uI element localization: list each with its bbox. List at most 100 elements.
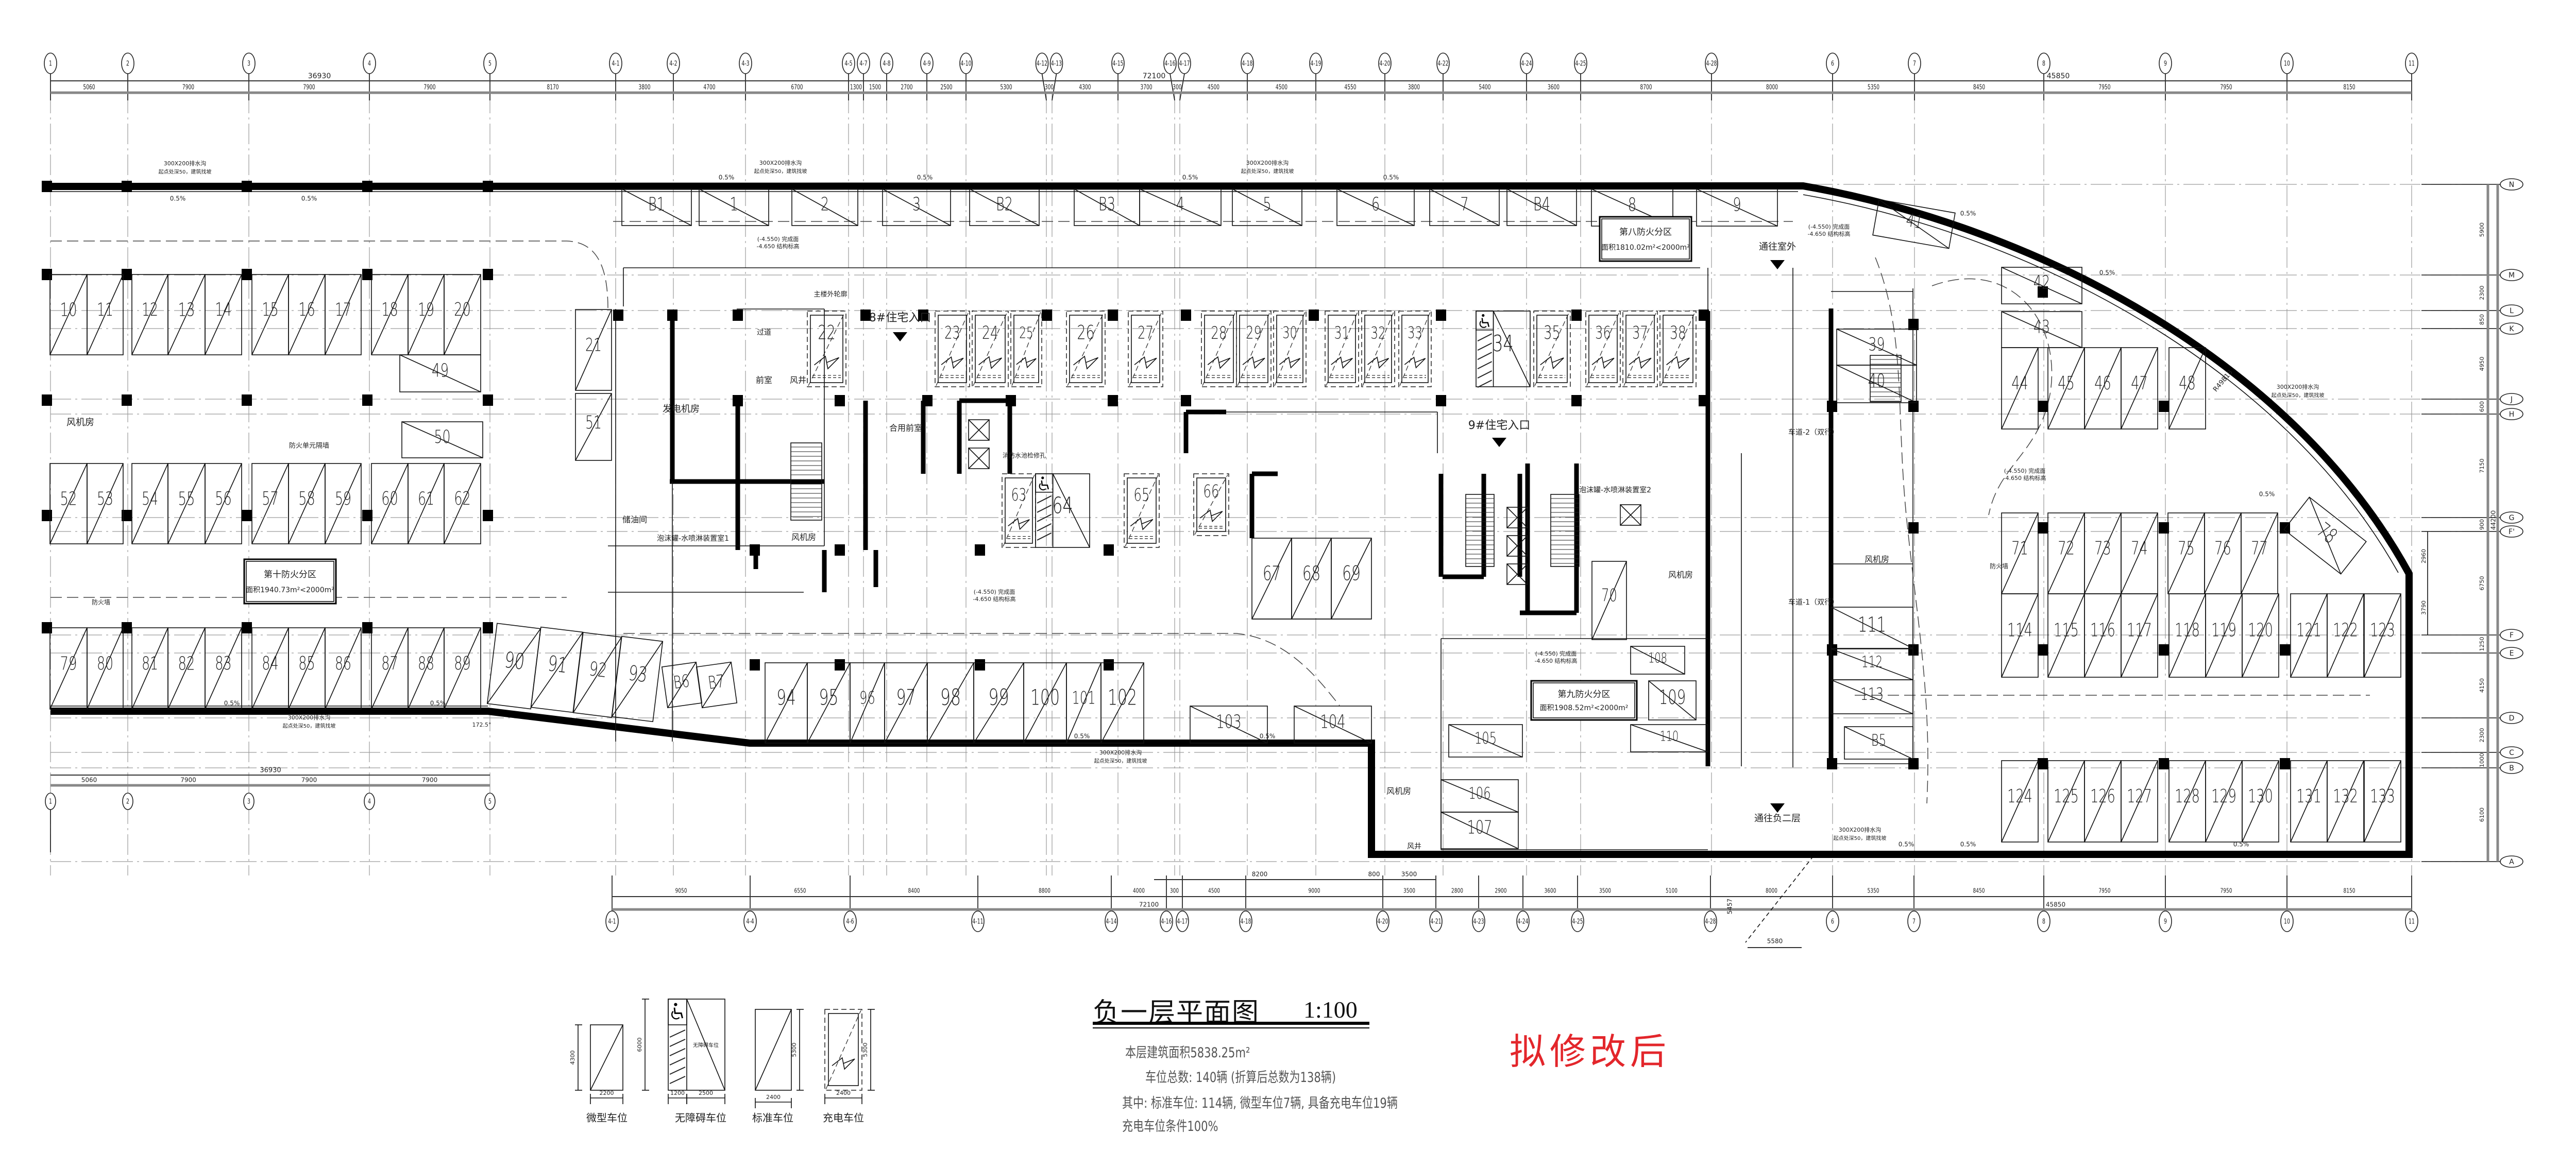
- parking-space-number: 36: [1595, 322, 1611, 342]
- axis-row-L: L: [2510, 307, 2514, 315]
- axis-top-10: 10: [2284, 59, 2290, 67]
- parking-space-number: 64: [1052, 492, 1073, 519]
- axis-top-4-17-circle: [1178, 53, 1191, 74]
- structural-column: [42, 510, 52, 521]
- drain-note-sub: 起点处深50，建筑找坡: [2272, 392, 2325, 399]
- axis-top-4-1-circle: [609, 53, 622, 74]
- bottom-upper-dim-label: 8200: [1252, 871, 1268, 878]
- bottom-left-dim-label: 7900: [180, 777, 196, 784]
- parking-space-100: 100: [1023, 662, 1067, 744]
- elevator-cross: [1506, 563, 1528, 585]
- axis-top-4-1: 4-1: [612, 59, 619, 67]
- slope-label: 0.5%: [1960, 210, 1976, 217]
- parking-space-15: 15: [251, 274, 289, 355]
- parking-space-80: 80: [87, 627, 124, 710]
- space-diagonal: [575, 309, 612, 391]
- parking-space-19: 19: [408, 274, 445, 355]
- parking-space-23: 23: [935, 311, 970, 387]
- space-diagonal: [2001, 593, 2039, 678]
- space-diagonal: [408, 274, 445, 355]
- standard-space-outline: [1836, 365, 1917, 403]
- top-dim-label: 4550: [1344, 83, 1356, 91]
- structural-column: [1108, 310, 1118, 321]
- axis-row-F: F: [2510, 631, 2514, 640]
- parking-space-number: 20: [454, 299, 471, 320]
- space-diagonal: [2167, 512, 2205, 594]
- space-diagonal: [1831, 607, 1913, 649]
- space-diagonal: [2168, 760, 2206, 843]
- parking-space-number: B1: [648, 194, 665, 215]
- slope-label: 0.5%: [1383, 174, 1399, 181]
- parking-space-number: 75: [2178, 538, 2195, 559]
- room-label: 8#住宅入口: [869, 312, 931, 324]
- charging-space-inner: [1204, 315, 1234, 383]
- wheelchair-icon-body: [1041, 480, 1049, 490]
- parking-space-number: B4: [1533, 194, 1550, 215]
- standard-space-outline: [2001, 267, 2082, 304]
- parking-space-43: 43: [2001, 311, 2082, 348]
- standard-space-outline: [2168, 347, 2206, 430]
- row-sub-dim-label: 3790: [2420, 600, 2427, 615]
- top-total-dim-label: 36930: [308, 72, 331, 80]
- parking-space-number: 102: [1108, 685, 1137, 710]
- charging-space-outline: [1325, 311, 1359, 387]
- axis-top-6: 6: [1831, 59, 1834, 67]
- top-dim-label: 7950: [2098, 83, 2110, 91]
- parking-space-117: 117: [2121, 593, 2158, 678]
- bottom-dim-label: 8400: [908, 887, 920, 895]
- structural-column: [1908, 758, 1919, 769]
- row-dim-label: 1000: [2479, 753, 2485, 767]
- parking-space-number: 130: [2248, 786, 2273, 807]
- standard-space-outline: [1648, 680, 1697, 720]
- micro-space-outline: [1844, 726, 1913, 760]
- parking-space-133: 133: [2364, 760, 2401, 843]
- space-diagonal: [2047, 347, 2085, 430]
- parking-space-number: 34: [1493, 331, 1513, 357]
- axis-row-circle: [2500, 647, 2523, 659]
- lightning-icon: [1207, 356, 1231, 369]
- wheelchair-icon-head: [1041, 476, 1044, 479]
- row-dim-label: 2300: [2479, 286, 2485, 300]
- slope-label: 0.5%: [2233, 841, 2249, 848]
- space-diagonal: [1023, 662, 1067, 744]
- parking-space-123: 123: [2364, 593, 2401, 678]
- charger-symbol: [1199, 526, 1224, 529]
- axis-top-4-8: 4-8: [883, 59, 890, 67]
- charger-symbol: [1072, 375, 1100, 378]
- axis-bottom-10: 10: [2284, 917, 2290, 925]
- axis-bottom-4-28: 4-28: [1705, 917, 1716, 925]
- standard-space-outline: [611, 635, 664, 723]
- standard-space-outline: [2327, 760, 2364, 843]
- structural-column: [42, 181, 52, 192]
- axis-top-4-12-circle: [1035, 53, 1049, 74]
- micro-space-outline: [621, 188, 692, 226]
- parking-space-14: 14: [205, 274, 242, 355]
- parking-space-88: 88: [408, 627, 445, 710]
- parking-space-93: 93: [611, 635, 664, 723]
- parking-space-number: 18: [381, 299, 398, 320]
- bottom-dim-label: 4500: [1208, 887, 1220, 895]
- room-label: 前室: [756, 375, 772, 385]
- charger-symbol: [1628, 375, 1652, 378]
- standard-space-outline: [1696, 188, 1778, 227]
- axis-top-7-circle: [1908, 53, 1921, 74]
- bottom-upper-dim-label: 800: [1368, 871, 1380, 878]
- parking-space-44: 44: [2001, 347, 2039, 430]
- space-diagonal: [1100, 662, 1144, 744]
- parking-space-2: 2: [791, 188, 858, 226]
- bottom-dim-label: 8150: [2344, 887, 2355, 895]
- charging-space-outline: [972, 311, 1009, 387]
- elevation-structure-note: -4.650 结构标高: [757, 243, 800, 250]
- structural-column: [362, 622, 372, 633]
- standard-space-outline: [1440, 812, 1519, 849]
- axis-bottom-left-5: 5: [488, 797, 492, 805]
- space-diagonal: [2205, 760, 2243, 843]
- room-label: 风机房: [791, 532, 816, 542]
- parking-space-124: 124: [2001, 760, 2039, 843]
- space-diagonal: [1623, 312, 1657, 386]
- parking-space-number: 127: [2127, 786, 2152, 807]
- axis-top-4-17: 4-17: [1179, 59, 1190, 67]
- structural-column: [242, 269, 252, 280]
- wheelchair-icon-head: [1482, 314, 1485, 317]
- standard-space-outline: [2001, 593, 2039, 678]
